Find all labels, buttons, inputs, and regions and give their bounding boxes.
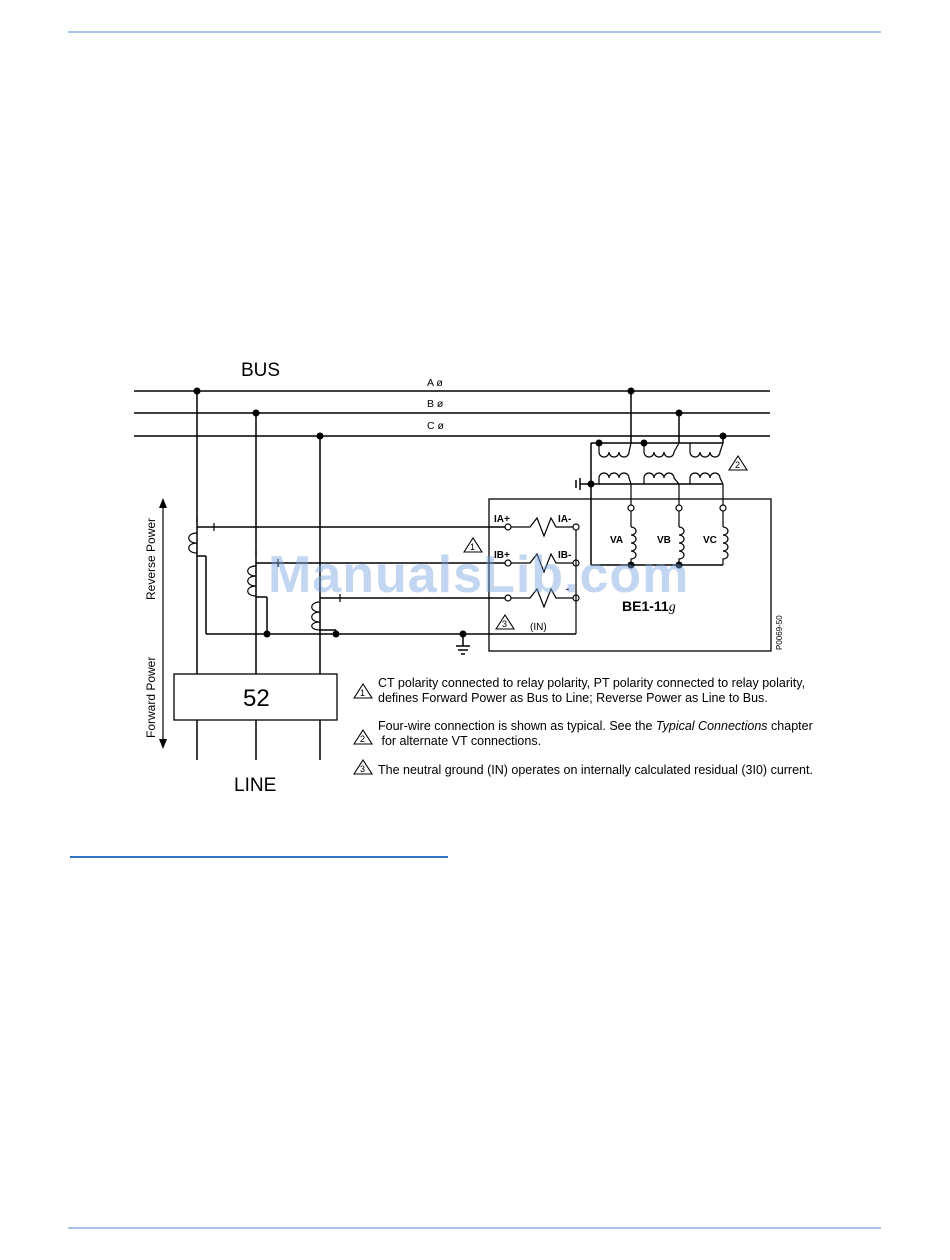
va-label: VA: [610, 535, 623, 546]
reverse-power-label: Reverse Power: [144, 518, 158, 600]
terminal-ib-plus: IB+: [494, 550, 510, 561]
bus-lines: [134, 390, 770, 437]
note-flag-1-icon: 1: [352, 682, 374, 699]
flag-1-icon: 1: [462, 536, 484, 553]
svg-text:2: 2: [360, 734, 365, 744]
vb-label: VB: [657, 535, 671, 546]
note-2-line-2: for alternate VT connections.: [378, 734, 542, 748]
svg-text:2: 2: [735, 460, 740, 470]
terminal-ia-minus: IA-: [558, 514, 571, 525]
relay-name: BE1-11g: [622, 598, 676, 615]
svg-text:1: 1: [470, 542, 475, 552]
note-flag-2-icon: 2: [352, 728, 374, 745]
top-rule: [68, 31, 881, 33]
phase-b-label: B ø: [427, 398, 444, 410]
note-3-line-1: The neutral ground (IN) operates on inte…: [378, 763, 813, 777]
section-rule: [70, 856, 448, 858]
terminal-ib-minus: IB-: [558, 550, 571, 561]
terminal-in: (IN): [530, 622, 547, 633]
svg-text:3: 3: [360, 764, 365, 774]
note-1: CT polarity connected to relay polarity,…: [378, 676, 805, 706]
note-2-line-1: Four-wire connection is shown as typical…: [378, 719, 813, 733]
ct-secondary-wiring: [197, 523, 576, 655]
breaker-box: [173, 673, 338, 721]
svg-text:1: 1: [360, 688, 365, 698]
note-3: The neutral ground (IN) operates on inte…: [378, 763, 813, 778]
voltage-transformers: [575, 387, 729, 569]
terminal-ic-minus: -: [566, 584, 569, 595]
phase-a-label: A ø: [427, 377, 443, 389]
vc-label: VC: [703, 535, 717, 546]
bus-label: BUS: [241, 360, 280, 381]
note-1-line-1: CT polarity connected to relay polarity,…: [378, 676, 806, 690]
svg-text:3: 3: [502, 619, 507, 629]
bottom-rule: [68, 1227, 881, 1229]
watermark: ManualsLib.com: [268, 546, 690, 604]
phase-c-label: C ø: [427, 420, 445, 432]
note-flag-3-icon: 3: [352, 758, 374, 775]
power-direction-arrow: [159, 498, 167, 749]
current-transformers: [188, 517, 321, 631]
note-2: Four-wire connection is shown as typical…: [378, 719, 813, 749]
terminal-ia-plus: IA+: [494, 514, 510, 525]
relay-current-inputs: [504, 516, 580, 634]
breaker-label: 52: [243, 685, 270, 712]
figure-id: P0069-50: [775, 615, 784, 650]
flag-3-icon: 3: [494, 613, 516, 630]
relay-box: [488, 498, 772, 652]
forward-power-label: Forward Power: [144, 657, 158, 738]
line-label: LINE: [234, 775, 276, 796]
note-1-line-2: defines Forward Power as Bus to Line; Re…: [378, 691, 768, 705]
flag-2-icon: 2: [727, 454, 749, 471]
